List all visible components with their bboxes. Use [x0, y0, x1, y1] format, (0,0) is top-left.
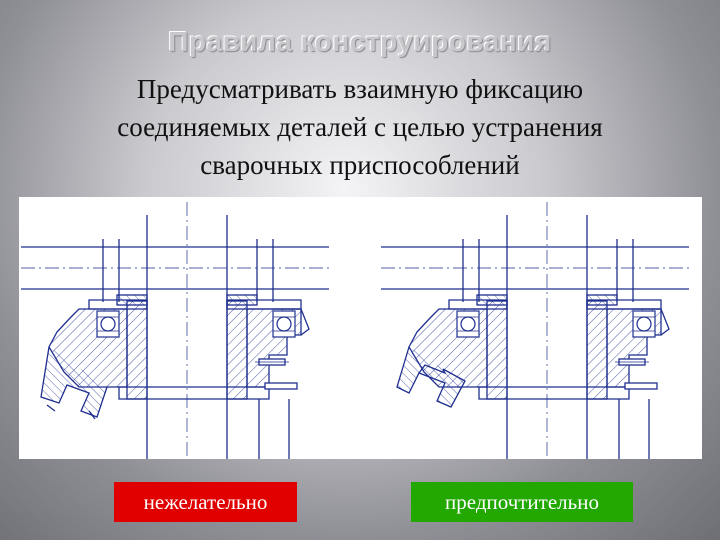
slide-title: Правила конструирования	[168, 26, 552, 57]
preferable-label: предпочтительно	[411, 482, 633, 522]
subtitle: Предусматривать взаимную фиксацию соедин…	[60, 70, 660, 184]
subtitle-line-2: соединяемых деталей с целью устранения	[117, 112, 603, 142]
preferable-assembly	[380, 201, 690, 460]
undesirable-label: нежелательно	[114, 482, 297, 522]
undesirable-assembly	[20, 201, 330, 460]
subtitle-line-3: сварочных приспособлений	[200, 150, 520, 180]
subtitle-line-1: Предусматривать взаимную фиксацию	[136, 74, 584, 104]
technical-drawing	[19, 197, 702, 460]
